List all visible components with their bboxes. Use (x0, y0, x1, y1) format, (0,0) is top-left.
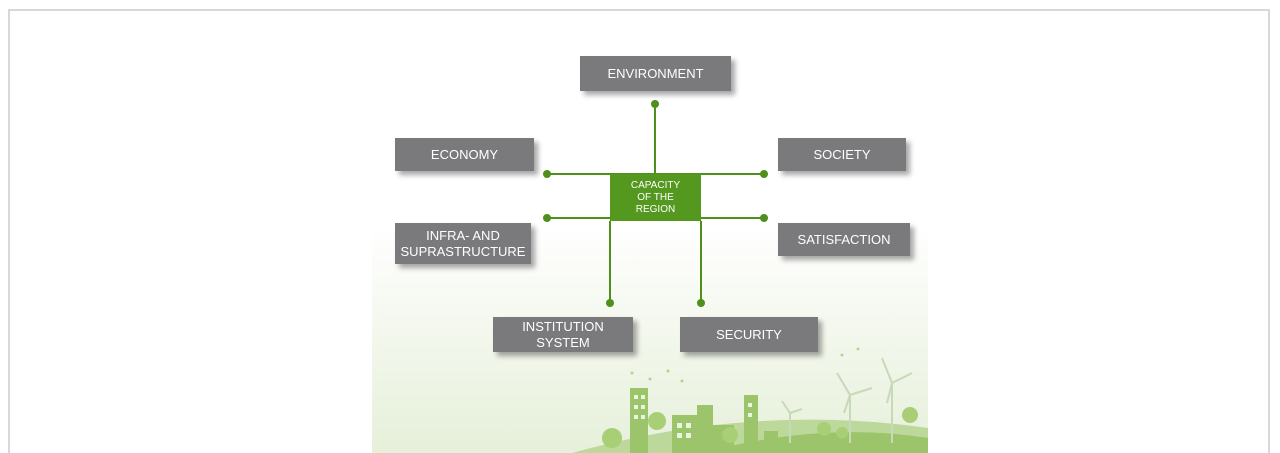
node-institution-system: INSTITUTION SYSTEM (493, 317, 633, 352)
center-node: CAPACITY OF THE REGION (610, 174, 701, 221)
page-frame (8, 9, 1270, 453)
slide-background (372, 43, 928, 453)
node-environment: ENVIRONMENT (580, 56, 731, 91)
node-economy: ECONOMY (395, 138, 534, 171)
eco-city-illustration (572, 347, 928, 453)
node-infrastructure: INFRA- AND SUPRASTRUCTURE (395, 223, 531, 264)
node-security: SECURITY (680, 317, 818, 352)
node-society: SOCIETY (778, 138, 906, 171)
node-satisfaction: SATISFACTION (778, 223, 910, 256)
